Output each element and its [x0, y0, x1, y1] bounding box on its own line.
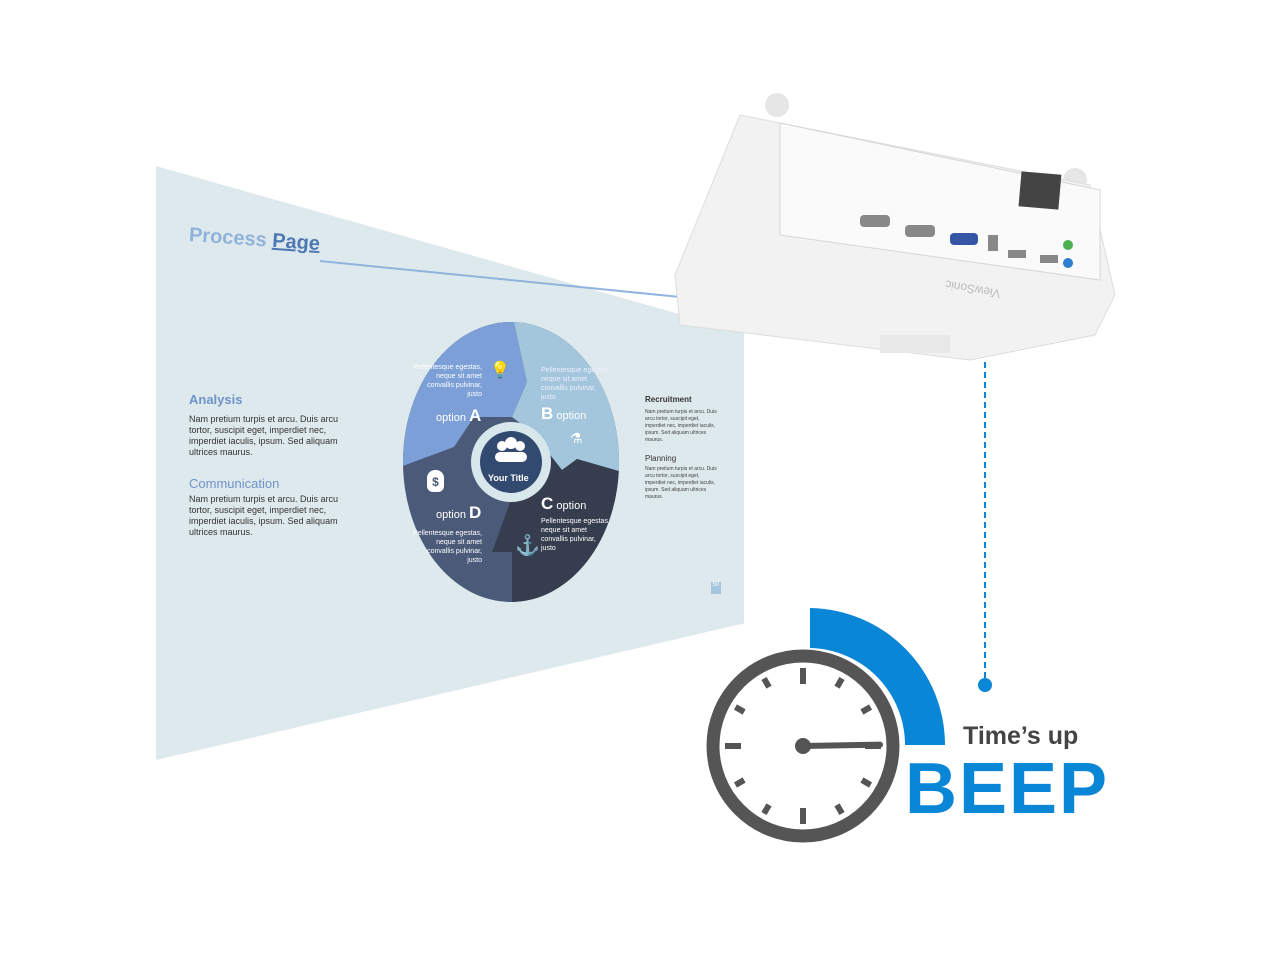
option-d: option D	[436, 503, 482, 522]
page-number: 50	[711, 582, 721, 594]
money-bag-icon: $	[427, 470, 444, 492]
clock-tick	[761, 803, 772, 816]
clock-tick	[761, 676, 772, 689]
center-title: Your Title	[488, 473, 529, 483]
option-a: option A	[436, 406, 482, 425]
option-c: C option	[541, 494, 587, 513]
planning-heading: Planning	[645, 454, 677, 463]
recruitment-heading: Recruitment	[645, 395, 692, 404]
planning-body: Nam pretium turpis et arcu. Duis arcu to…	[645, 466, 717, 500]
clock-tick	[834, 803, 845, 816]
analysis-heading: Analysis	[189, 392, 243, 407]
clock-icon	[706, 649, 900, 843]
recruitment-body: Nam pretium turpis et arcu. Duis arcu to…	[645, 409, 717, 443]
beep-label: BEEP	[905, 749, 1110, 829]
segment-a-text: Pellentesque egestas, neque sit amet con…	[413, 364, 482, 398]
clock-tick	[860, 704, 873, 715]
timer-arc	[810, 608, 946, 745]
segment-b-text: Pellentesque egestas, neque sit amet con…	[541, 367, 610, 401]
analysis-body: Nam pretium turpis et arcu. Duis arcu to…	[189, 414, 339, 457]
clock-tick	[733, 777, 746, 788]
clock-tick	[733, 704, 746, 715]
communication-body: Nam pretium turpis et arcu. Duis arcu to…	[189, 494, 339, 537]
clock-tick	[860, 777, 873, 788]
anchor-icon: ⚓	[515, 535, 540, 557]
option-b: B option	[541, 404, 587, 423]
users-icon	[495, 437, 527, 462]
flask-icon: ⚗	[570, 430, 583, 446]
projector: ViewSonic	[674, 93, 1116, 361]
process-diagram	[403, 322, 619, 602]
clock-tick	[834, 676, 845, 689]
segment-d-text: Pellentesque egestas, neque sit amet con…	[413, 530, 482, 564]
lightbulb-icon: 💡	[490, 362, 510, 379]
communication-heading: Communication	[189, 476, 280, 491]
segment-c-text: Pellentesque egestas, neque sit amet con…	[541, 518, 610, 552]
times-up-caption: Time’s up	[963, 722, 1079, 750]
connector-dot	[978, 678, 992, 692]
